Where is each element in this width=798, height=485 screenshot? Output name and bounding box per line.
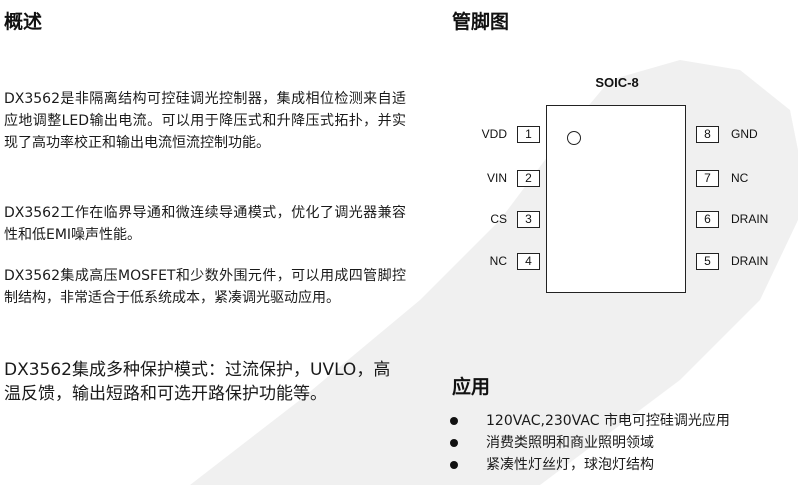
package-label: SOIC-8 (595, 75, 639, 90)
pin-name-drain-6: DRAIN (731, 212, 769, 226)
chip-body (546, 105, 686, 293)
list-item: 紧凑性灯丝灯，球泡灯结构 (450, 454, 795, 476)
pin-name-nc-left: NC (489, 254, 507, 268)
applications-list: 120VAC,230VAC 市电可控硅调光应用 消费类照明和商业照明领域 紧凑性… (450, 410, 795, 476)
pin-name-cs: CS (490, 212, 507, 226)
bullet-icon (450, 461, 458, 469)
bullet-icon (450, 439, 458, 447)
overview-paragraph-3: DX3562集成高压MOSFET和少数外围元件，可以用成四管脚控制结构，非常适合… (4, 268, 406, 306)
pin-number-1: 1 (517, 126, 540, 143)
list-item: 消费类照明和商业照明领域 (450, 432, 795, 454)
pin-number-6: 6 (696, 211, 719, 228)
overview-heading: 概述 (4, 11, 43, 33)
pin-number-4: 4 (517, 253, 540, 270)
pin-number-5: 5 (696, 253, 719, 270)
pin-name-nc-right: NC (731, 171, 749, 185)
application-text: 120VAC,230VAC 市电可控硅调光应用 (486, 413, 730, 429)
pin1-marker-icon (567, 131, 581, 145)
overview-paragraph-1: DX3562是非隔离结构可控硅调光控制器，集成相位检测来自适应地调整LED输出电… (4, 91, 406, 151)
application-text: 消费类照明和商业照明领域 (486, 435, 654, 451)
overview-paragraph-4: DX3562集成多种保护模式：过流保护，UVLO，高温反馈，输出短路和可选开路保… (4, 360, 391, 404)
pin-number-2: 2 (517, 170, 540, 187)
list-item: 120VAC,230VAC 市电可控硅调光应用 (450, 410, 795, 432)
pin-name-drain-5: DRAIN (731, 254, 769, 268)
pin-name-vin: VIN (486, 171, 507, 185)
bullet-icon (450, 417, 458, 425)
pin-name-gnd: GND (731, 127, 758, 141)
application-text: 紧凑性灯丝灯，球泡灯结构 (486, 457, 654, 473)
pinout-heading: 管脚图 (452, 11, 510, 33)
applications-heading: 应用 (452, 376, 491, 398)
pin-name-vdd: VDD (481, 127, 507, 141)
pin-number-8: 8 (696, 126, 719, 143)
pin-number-7: 7 (696, 170, 719, 187)
overview-paragraph-2: DX3562工作在临界导通和微连续导通模式，优化了调光器兼容性和低EMI噪声性能… (4, 205, 406, 243)
pin-number-3: 3 (517, 211, 540, 228)
